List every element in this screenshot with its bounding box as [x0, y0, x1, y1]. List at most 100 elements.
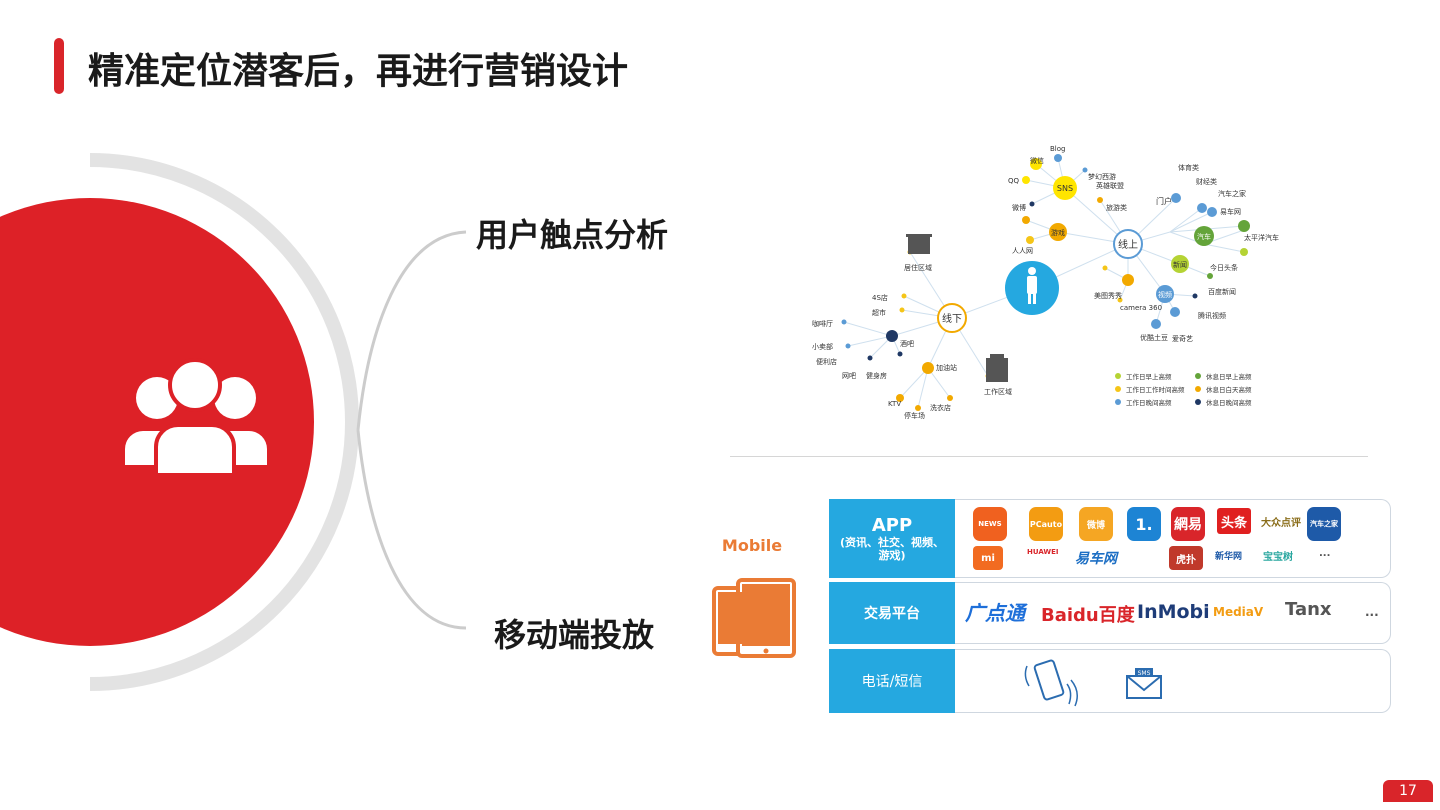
app-logo-hupu: 虎扑 [1169, 546, 1203, 570]
outer-ring-arc [89, 153, 359, 691]
offline-leaf-label: 居住区域 [904, 263, 932, 272]
app-logos-panel: NEWS PCauto 微博 1. 網易 头条 大众点评 汽车之家 mi HUA… [955, 499, 1391, 578]
app-category-cell: APP (资讯、社交、视频、游戏) [829, 499, 955, 578]
trade-logo-tanx: Tanx [1285, 599, 1332, 620]
mobile-label: Mobile [721, 536, 783, 555]
online-hub-node [1113, 229, 1143, 259]
app-logo-netease: 網易 [1171, 507, 1205, 541]
mobile-devices-icon [712, 578, 796, 658]
video-leaf-label: camera 360 [1120, 304, 1162, 312]
video-leaf-label: 美图秀秀 [1094, 291, 1122, 300]
game-leaf-label: 梦幻西游 [1088, 172, 1116, 181]
connector-lower [356, 429, 467, 630]
legend-label: 工作日早上高频 [1126, 372, 1172, 381]
app-logo-autohome: 汽车之家 [1307, 507, 1341, 541]
app-logo-weibo: 微博 [1079, 507, 1113, 541]
trade-platform-cell: 交易平台 [829, 582, 955, 644]
trade-logo-guangdiantong: 广点通 [965, 601, 1025, 625]
offline-leaf-label: 超市 [872, 308, 886, 317]
app-logo-news: NEWS [973, 507, 1007, 541]
news-node [1171, 255, 1189, 273]
mobile-delivery-heading: 移动端投放 [494, 616, 655, 654]
portal-label: 门户 [1156, 196, 1172, 206]
video-label: 视频 [1158, 290, 1172, 299]
news-leaf-label: 百度新闻 [1208, 287, 1236, 296]
sns-leaf-label: Blog [1050, 145, 1065, 153]
red-circle [0, 198, 314, 646]
online-hub-label: 线上 [1118, 238, 1138, 251]
legend-label: 工作日工作时间高频 [1126, 385, 1185, 394]
phone-sms-cell: 电话/短信 [829, 649, 955, 713]
auto-leaf-label: 易车网 [1220, 207, 1241, 216]
phone-icon [1024, 659, 1078, 707]
trade-logo-mediav: MediaV [1213, 605, 1264, 619]
app-logo-toutiao: 头条 [1217, 508, 1251, 534]
sns-label: SNS [1057, 184, 1073, 193]
sms-envelope-icon: SMS [1126, 668, 1162, 699]
app-logo-one: 1. [1127, 507, 1161, 541]
app-logo-babytree: 宝宝树 [1263, 552, 1293, 563]
offline-hub-node [937, 303, 967, 333]
office-building-icon [986, 354, 1008, 382]
portal-leaf-label: 财经类 [1196, 177, 1217, 186]
phone-sms-panel: SMS [955, 649, 1391, 713]
people-icon [125, 358, 267, 477]
offline-leaf-label: 停车场 [904, 411, 925, 420]
video-node [1156, 285, 1174, 303]
work-area-label: 工作区域 [984, 387, 1012, 396]
trade-logo-baidu: Baidu百度 [1041, 605, 1135, 626]
auto-leaf-label: 汽车之家 [1218, 189, 1246, 198]
news-label: 新闻 [1173, 260, 1187, 269]
section-divider [730, 456, 1368, 457]
decorative-graphic [0, 153, 467, 691]
app-category-subtitle: (资讯、社交、视频、游戏) [839, 536, 945, 562]
offline-leaf-label: 健身房 [866, 371, 887, 380]
app-logo-yiche: 易车网 [1075, 551, 1117, 567]
game-node [1049, 223, 1067, 241]
trade-platform-title: 交易平台 [864, 606, 920, 622]
video-leaf-label: 腾讯视频 [1198, 311, 1226, 320]
page-number: 17 [1383, 780, 1433, 802]
auto-leaf-label: 太平洋汽车 [1244, 233, 1279, 242]
offline-leaf-label: 咖啡厅 [812, 319, 833, 328]
offline-hub-label: 线下 [942, 312, 962, 325]
sns-node [1053, 176, 1077, 200]
trade-logo-inmobi: InMobi [1137, 601, 1210, 623]
legend-label: 工作日晚间高频 [1126, 398, 1172, 407]
offline-leaf-label: 4S店 [872, 293, 888, 302]
sns-leaf-label: 微博 [1012, 203, 1026, 212]
app-logo-dianping: 大众点评 [1261, 518, 1301, 529]
legend-label: 休息日早上高频 [1206, 372, 1252, 381]
offline-leaf-label: 加油站 [936, 363, 957, 372]
offline-leaf-label: 小卖部 [812, 342, 833, 351]
portal-leaf-label: 旅游类 [1106, 203, 1127, 212]
app-logo-pcauto: PCauto [1029, 507, 1063, 541]
offline-leaf-label: KTV [888, 400, 901, 408]
network-legend: 工作日早上高频 休息日早上高频 工作日工作时间高频 休息日白天高频 工作日晚间高… [1115, 372, 1252, 407]
app-logo-more: ... [1319, 548, 1331, 559]
phone-sms-title: 电话/短信 [861, 674, 923, 690]
news-leaf-label: 今日头条 [1210, 263, 1238, 272]
portal-leaf-label: 体育类 [1178, 163, 1199, 172]
sms-label: SMS [1138, 670, 1151, 677]
auto-label: 汽车 [1197, 232, 1211, 241]
title-accent-bar [54, 38, 64, 94]
connector-upper [356, 230, 467, 431]
sns-leaf-label: 微信 [1030, 156, 1044, 165]
app-logo-huawei: HUAWEI [1027, 548, 1059, 556]
legend-label: 休息日白天高频 [1206, 385, 1252, 394]
trade-logo-more: ... [1365, 605, 1379, 619]
video-leaf-label: 爱奇艺 [1172, 334, 1193, 343]
offline-leaf-label: 酒吧 [900, 340, 914, 348]
residence-building-icon [906, 234, 932, 254]
legend-label: 休息日晚间高频 [1206, 398, 1252, 407]
trade-logos-panel: 广点通 Baidu百度 InMobi MediaV Tanx ... [955, 582, 1391, 644]
auto-node [1194, 226, 1214, 246]
app-category-title: APP [871, 515, 913, 536]
portal-node [1171, 193, 1181, 203]
offline-leaf-label: 网吧 [842, 372, 856, 380]
app-logo-xinhua: 新华网 [1215, 552, 1243, 562]
touchpoint-network-diagram: 线上 线下 SNS 游戏 门户 汽车 新闻 视频 Blog 微信 QQ 微博 人… [812, 145, 1279, 420]
touchpoint-heading: 用户触点分析 [476, 216, 669, 254]
app-logo-mi: mi [973, 546, 1003, 570]
